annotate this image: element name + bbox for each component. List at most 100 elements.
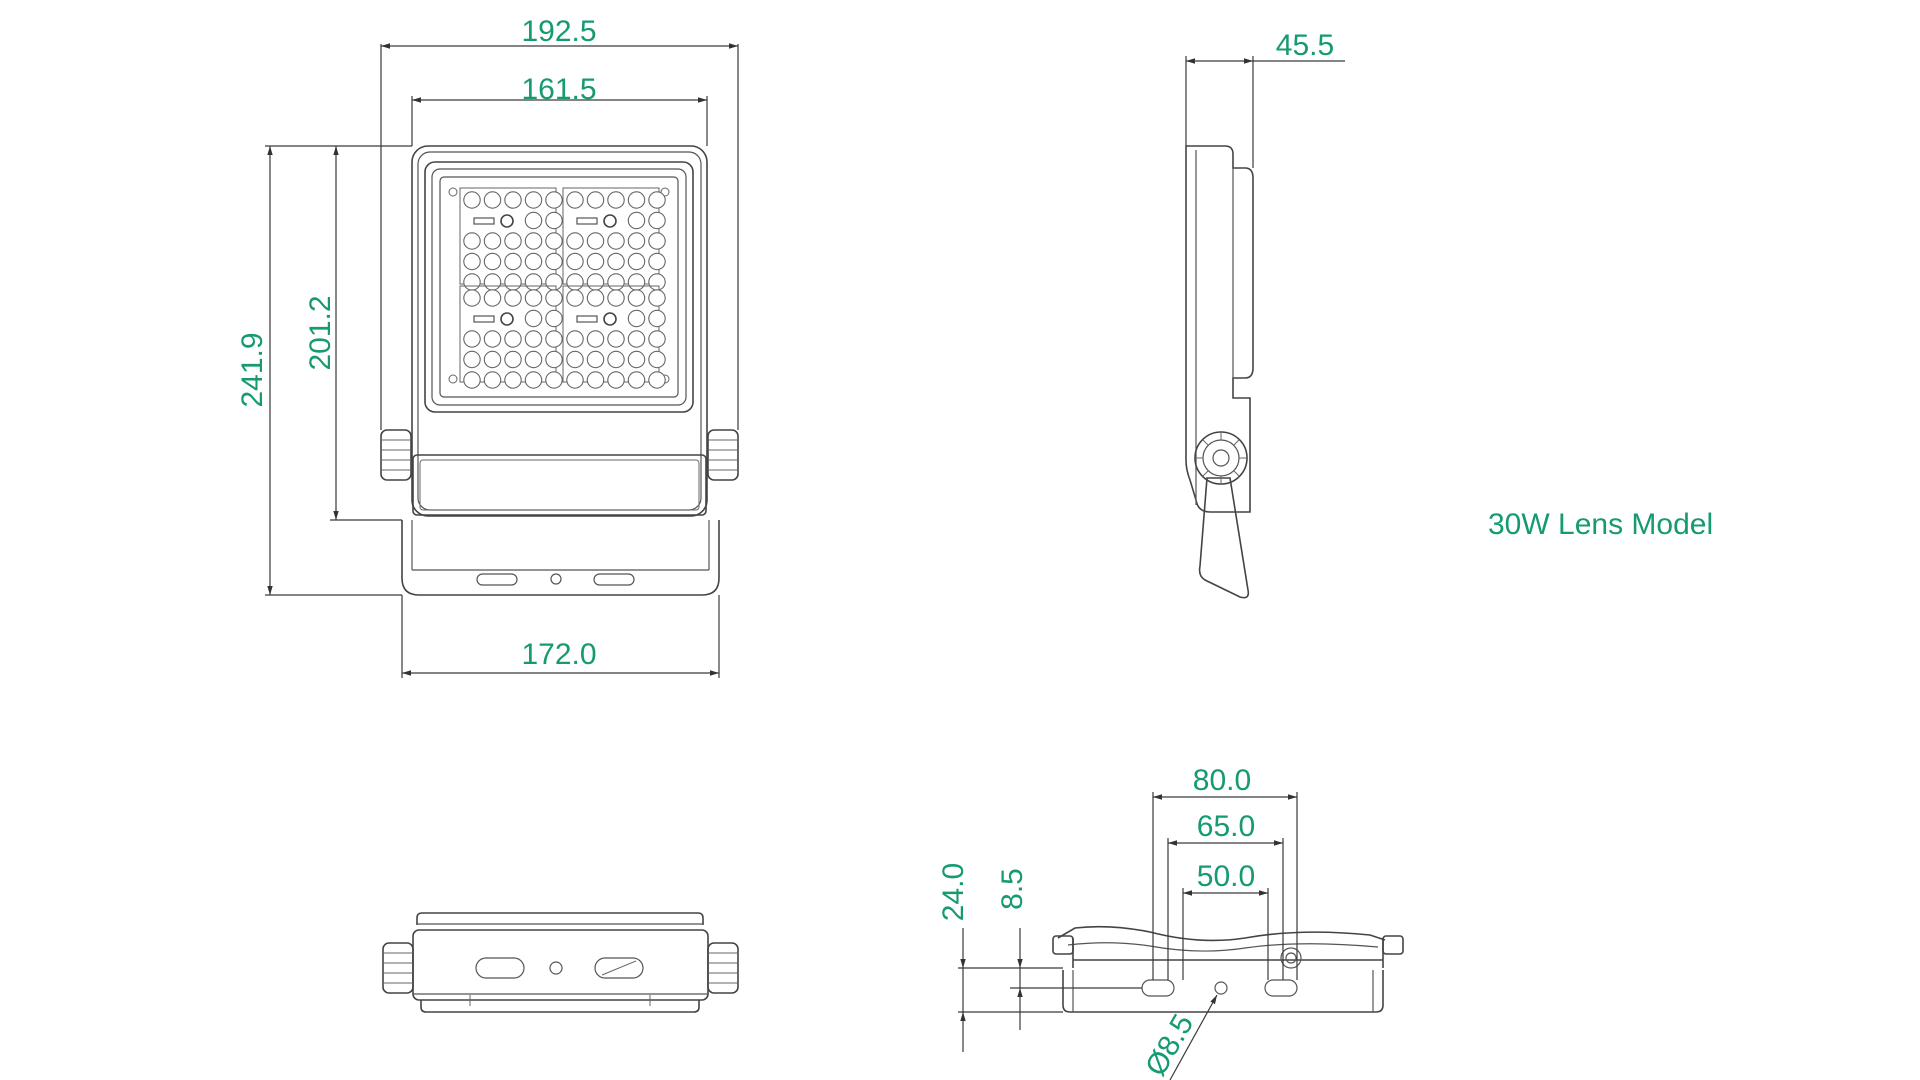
dim-depth: 45.5 (1276, 29, 1334, 62)
led-lens (545, 211, 563, 230)
adjust-knob-right (707, 429, 739, 481)
module-connector (576, 315, 598, 323)
led-lens (566, 350, 584, 369)
led-lens (566, 273, 584, 291)
led-lens (483, 350, 502, 369)
led-lens (545, 330, 563, 348)
led-lens (566, 289, 584, 307)
led-lens (627, 350, 646, 369)
led-lens (566, 330, 584, 348)
led-lens (463, 289, 481, 307)
led-lens (483, 252, 502, 271)
module-screw (500, 312, 514, 326)
led-lens (545, 289, 563, 307)
led-lens (607, 273, 625, 291)
led-lens (545, 232, 563, 250)
led-lens (648, 289, 666, 307)
led-lens (463, 191, 481, 209)
dim-body-height: 201.2 (304, 295, 337, 370)
led-lens (607, 252, 625, 271)
led-lens (586, 273, 605, 291)
led-lens (524, 211, 543, 230)
led-lens (483, 371, 502, 389)
led-lens (627, 289, 646, 307)
led-lens (483, 289, 502, 307)
led-lens (483, 330, 502, 348)
led-lens (627, 211, 646, 230)
adjust-knob-left (380, 429, 412, 481)
module-connector (473, 315, 495, 323)
dim-hole-diameter: Ø8.5 (1139, 1009, 1200, 1080)
led-lens (566, 371, 584, 389)
dim-height-offset: 8.5 (996, 868, 1029, 910)
model-label: 30W Lens Model (1488, 508, 1713, 541)
dim-height-total: 24.0 (937, 863, 970, 921)
led-lens (648, 252, 666, 271)
led-lens (648, 309, 666, 328)
bottom-view (382, 912, 739, 1013)
led-lens (504, 289, 522, 307)
led-lens (627, 309, 646, 328)
dim-base-width: 172.0 (521, 638, 596, 671)
led-lens (545, 273, 563, 291)
led-lens (524, 309, 543, 328)
led-lens (504, 191, 522, 209)
front-view: 192.5 161.5 172.0 241.9 201.2 (236, 15, 739, 678)
led-lens (607, 330, 625, 348)
led-lens (627, 330, 646, 348)
module-connector (473, 217, 495, 225)
led-lens (648, 191, 666, 209)
led-lens (586, 252, 605, 271)
led-lens (504, 350, 522, 369)
led-lens (648, 273, 666, 291)
led-lens (586, 371, 605, 389)
led-lens (627, 232, 646, 250)
led-lens (504, 371, 522, 389)
led-lens (463, 371, 481, 389)
led-lens (545, 371, 563, 389)
led-lens (648, 350, 666, 369)
led-lens (463, 350, 481, 369)
led-lens (545, 350, 563, 369)
led-lens (463, 273, 481, 291)
led-lens (524, 371, 543, 389)
led-lens (607, 350, 625, 369)
led-lens (545, 252, 563, 271)
module-screw (500, 214, 514, 228)
led-lens (586, 350, 605, 369)
led-lens (524, 252, 543, 271)
led-lens (586, 191, 605, 209)
led-lens (648, 371, 666, 389)
led-lens (524, 273, 543, 291)
led-lens (463, 330, 481, 348)
led-lens (545, 191, 563, 209)
led-lens (566, 252, 584, 271)
led-lens (483, 273, 502, 291)
dim-slot-mid: 65.0 (1197, 810, 1255, 843)
led-lens (504, 330, 522, 348)
led-lens (463, 252, 481, 271)
dim-overall-width: 192.5 (521, 15, 596, 48)
led-lens (566, 232, 584, 250)
led-lens (607, 289, 625, 307)
led-lens (504, 273, 522, 291)
led-lens (545, 309, 563, 328)
led-lens (524, 232, 543, 250)
side-view: 45.5 (1185, 29, 1345, 599)
led-lens (586, 232, 605, 250)
module-connector (576, 217, 598, 225)
led-lens (627, 273, 646, 291)
led-lens (524, 191, 543, 209)
led-lens (607, 371, 625, 389)
module-screw (603, 312, 617, 326)
led-lens (524, 350, 543, 369)
led-lens (524, 330, 543, 348)
led-lens (586, 330, 605, 348)
module-screw (603, 214, 617, 228)
led-lens (627, 371, 646, 389)
led-array (459, 187, 666, 389)
dim-lens-width: 161.5 (521, 73, 596, 106)
led-lens (627, 191, 646, 209)
led-lens (607, 232, 625, 250)
